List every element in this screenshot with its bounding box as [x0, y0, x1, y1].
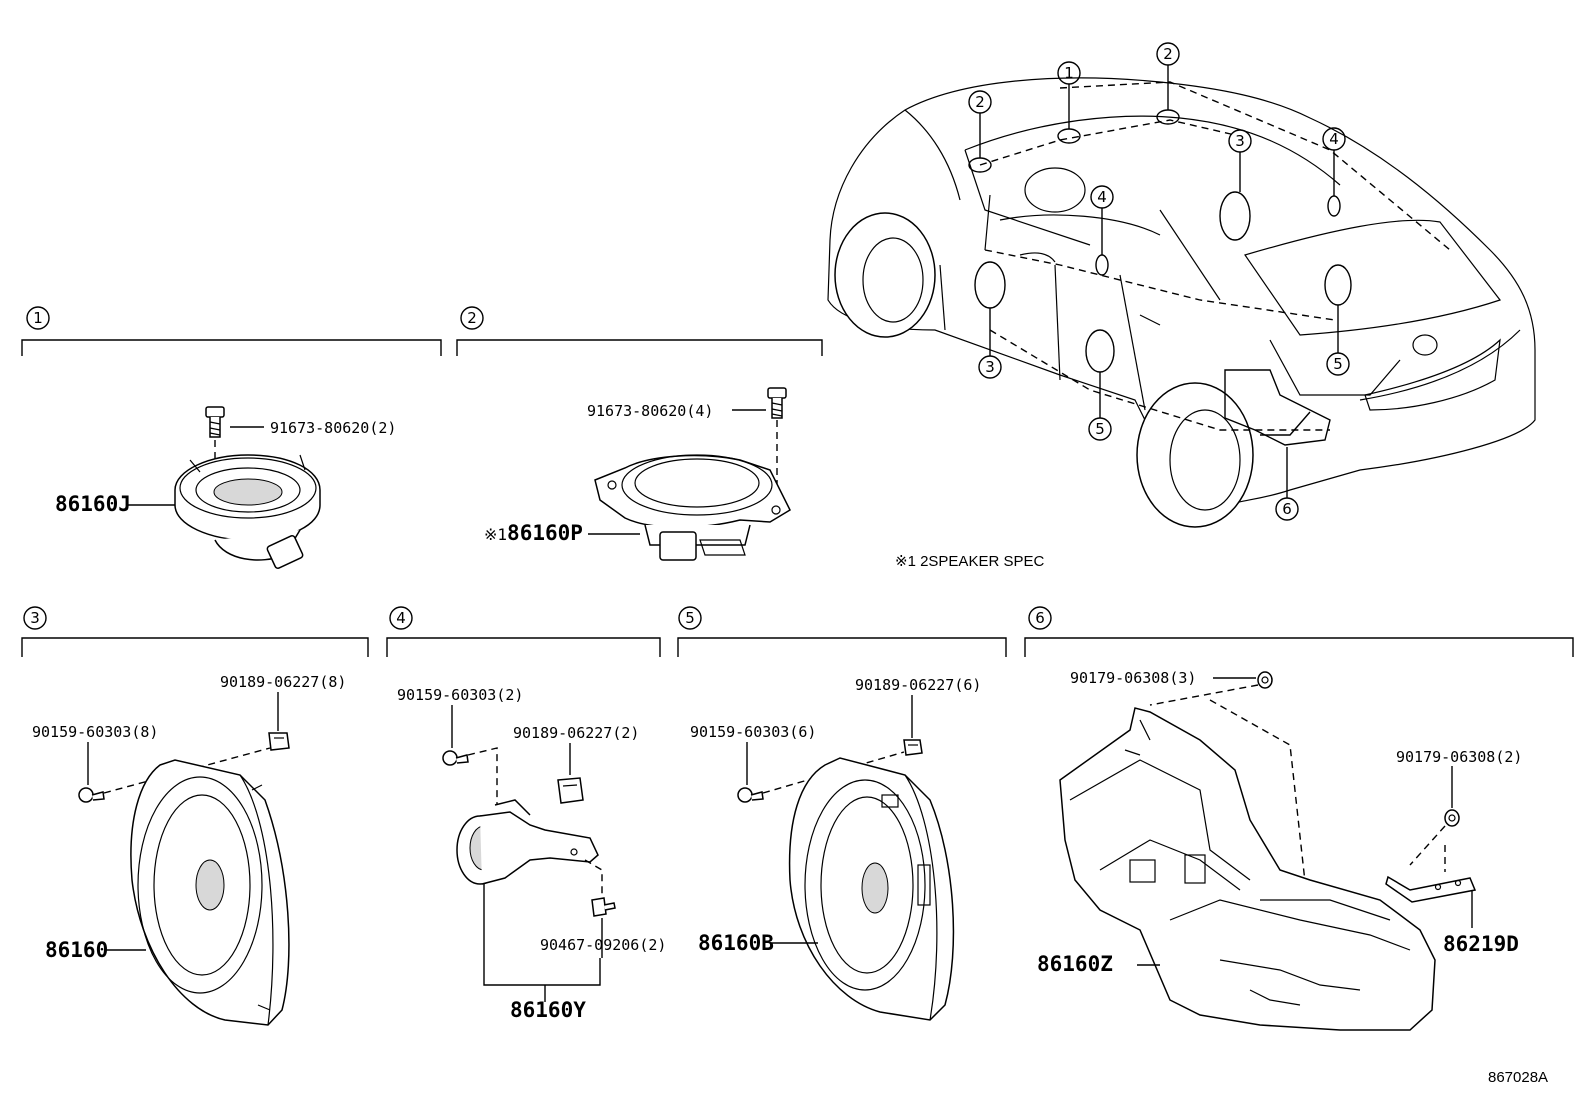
fastener-label: 91673-80620(4) — [587, 402, 713, 420]
screw-90467-09206 — [591, 897, 616, 917]
car-callout-4b: 4 — [1097, 188, 1107, 206]
clip-90189-06227-a — [268, 732, 290, 751]
car-callout-6: 6 — [1282, 500, 1292, 518]
screw-90159-60303-a — [78, 787, 105, 803]
car-callout-4a: 4 — [1329, 130, 1339, 148]
part-86160Z-group: 90179-06308(3) 86160Z 90179-06308(2) — [1037, 669, 1522, 1031]
part-86160P-group: 91673-80620(4) ※186160P — [484, 387, 791, 561]
car-callout-2b: 2 — [1163, 45, 1173, 63]
section-6-number: 6 — [1035, 609, 1045, 627]
part-number-86160Z: 86160Z — [1037, 952, 1113, 976]
part-86160J-group: 91673-80620(2) 86160J — [55, 406, 396, 569]
fastener-label: 91673-80620(2) — [270, 419, 396, 437]
clip-90189-06227-b — [557, 777, 584, 804]
bolt-91673-80620-b — [767, 387, 787, 419]
section-4-number: 4 — [396, 609, 406, 627]
car-callout-3a: 3 — [1235, 132, 1245, 150]
section-1-header: 1 — [21, 306, 442, 356]
part-number-86219D: 86219D — [1443, 932, 1519, 956]
section-1-number: 1 — [33, 309, 43, 327]
part-86160Y-group: 90159-60303(2) 90189-06227(2) 90467-0920… — [397, 686, 666, 1022]
speaker-86160B — [788, 757, 955, 1021]
part-number-86160P: ※186160P — [484, 521, 583, 545]
section-4-header: 4 — [386, 606, 661, 657]
part-86160B-group: 90189-06227(6) 90159-60303(6) 86160B — [690, 676, 981, 1021]
bracket-86219D — [1385, 875, 1477, 903]
part-number-86160Y: 86160Y — [510, 998, 586, 1022]
screw-90159-60303-b — [442, 750, 469, 766]
fastener-label: 90189-06227(6) — [855, 676, 981, 694]
section-5-number: 5 — [685, 609, 695, 627]
diagram-code: 867028A — [1488, 1069, 1548, 1086]
part-86160-group: 90189-06227(8) 90159-60303(8) 86160 — [32, 673, 346, 1026]
nut-90179-06308-b — [1444, 809, 1460, 827]
subwoofer-86160Z — [1059, 707, 1436, 1031]
section-3-header: 3 — [21, 606, 369, 657]
section-3-number: 3 — [30, 609, 40, 627]
part-number-86160: 86160 — [45, 938, 108, 962]
fastener-label: 90189-06227(2) — [513, 724, 639, 742]
section-2-number: 2 — [467, 309, 477, 327]
clip-90189-06227-c — [903, 739, 923, 756]
screw-90159-60303-c — [737, 787, 764, 803]
speaker-86160P — [594, 454, 791, 561]
tweeter-86160Y — [456, 799, 599, 885]
section-6-header: 6 — [1024, 606, 1574, 657]
fastener-label: 90179-06308(2) — [1396, 748, 1522, 766]
speaker-86160 — [130, 759, 290, 1026]
fastener-label: 90179-06308(3) — [1070, 669, 1196, 687]
car-callout-5b: 5 — [1095, 420, 1105, 438]
car-callout-2a: 2 — [975, 93, 985, 111]
fastener-label: 90159-60303(8) — [32, 723, 158, 741]
bolt-91673-80620-a — [205, 406, 225, 438]
car-callout-5a: 5 — [1333, 355, 1343, 373]
fastener-label: 90467-09206(2) — [540, 936, 666, 954]
fastener-label: 90159-60303(2) — [397, 686, 523, 704]
part-number-86160B: 86160B — [698, 931, 774, 955]
spec-note: ※1 2SPEAKER SPEC — [895, 553, 1044, 570]
fastener-label: 90189-06227(8) — [220, 673, 346, 691]
car-callout-1: 1 — [1064, 64, 1074, 82]
section-2-header: 2 — [456, 306, 823, 356]
section-5-header: 5 — [677, 606, 1007, 657]
part-number-86160J: 86160J — [55, 492, 131, 516]
fastener-label: 90159-60303(6) — [690, 723, 816, 741]
speaker-86160J — [174, 454, 321, 569]
car-callout-3b: 3 — [985, 358, 995, 376]
nut-90179-06308-a — [1257, 671, 1273, 689]
vehicle-illustration: 1 2 2 3 3 4 4 5 5 6 — [827, 42, 1536, 528]
